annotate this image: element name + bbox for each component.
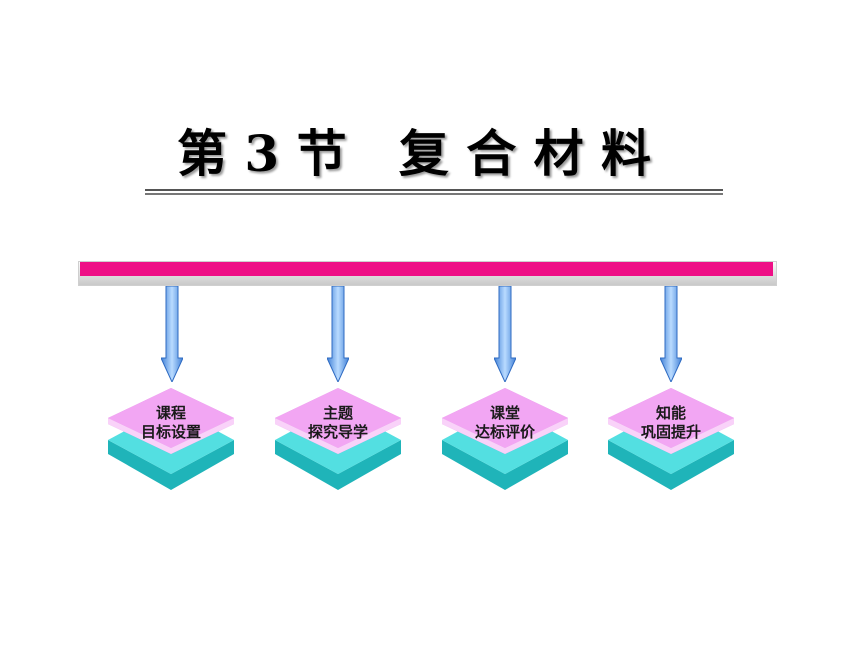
step-node-inquiry[interactable]: 主题 探究导学: [275, 388, 401, 492]
node-label-line2: 探究导学: [307, 423, 368, 441]
title-underline: [145, 189, 723, 191]
down-arrow-icon: [660, 286, 682, 382]
title-underline-2: [145, 193, 723, 195]
node-label-line1: 知能: [655, 404, 686, 422]
diamond-node-icon: [442, 388, 568, 490]
step-node-consolidation[interactable]: 知能 巩固提升: [608, 388, 734, 492]
title-text: 第 3 节 复 合 材 料: [177, 124, 652, 183]
down-arrow-icon: [161, 286, 183, 382]
diamond-node-icon: [608, 388, 734, 490]
node-label-line2: 巩固提升: [640, 423, 701, 441]
node-label-line1: 课程: [155, 404, 186, 422]
diamond-node-icon: [275, 388, 401, 490]
timeline-bar: [80, 262, 773, 276]
node-label-line2: 目标设置: [140, 423, 201, 441]
step-node-course-goals[interactable]: 课程 目标设置: [108, 388, 234, 492]
diamond-node-icon: [108, 388, 234, 490]
node-label-line2: 达标评价: [474, 423, 535, 441]
down-arrow-icon: [494, 286, 516, 382]
down-arrow-icon: [327, 286, 349, 382]
step-node-assessment[interactable]: 课堂 达标评价: [442, 388, 568, 492]
node-label-line1: 主题: [322, 404, 353, 422]
node-label-line1: 课堂: [489, 404, 520, 422]
slide-title: 第 3 节 复 合 材 料: [145, 118, 725, 195]
